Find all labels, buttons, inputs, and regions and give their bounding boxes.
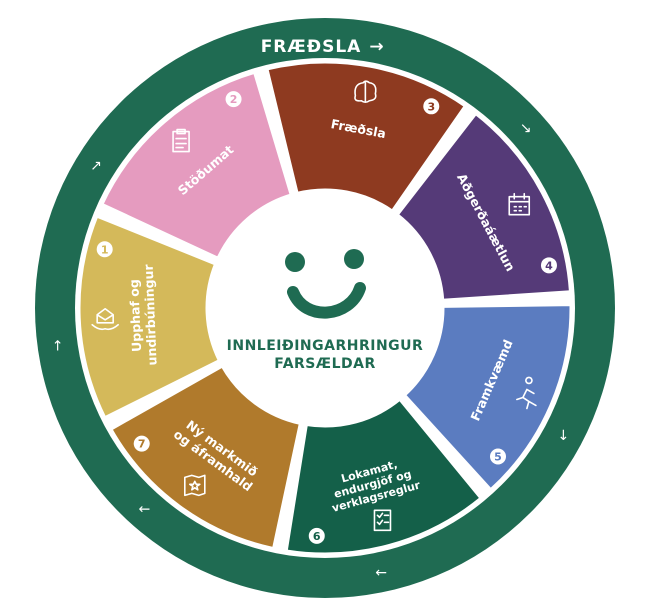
ring-arrow-icon: ← bbox=[375, 565, 387, 581]
segment-3-number-badge: 3 bbox=[423, 98, 440, 115]
segment-2-number-badge: 2 bbox=[225, 91, 242, 108]
ring-arrow-icon: ↑ bbox=[52, 339, 64, 355]
smiley-icon bbox=[285, 249, 366, 319]
ring-arrows: ↘ ↓ ← ← ↑ ↗ bbox=[52, 120, 570, 581]
ring-arrow-icon: ↘ bbox=[520, 120, 532, 136]
ring-arrow-icon: ← bbox=[138, 502, 150, 518]
segment-number: 4 bbox=[545, 259, 553, 272]
segment-4-number-badge: 4 bbox=[540, 257, 557, 274]
hands-box-icon bbox=[91, 307, 119, 331]
ring-arrow-icon: ↓ bbox=[558, 428, 570, 444]
ring-arrow-icon: ↗ bbox=[90, 158, 102, 174]
segment-number: 7 bbox=[138, 438, 146, 451]
brain-icon bbox=[354, 80, 377, 104]
calendar-icon bbox=[508, 192, 531, 216]
segment-1-label: Upphaf ogundirbúningur bbox=[126, 263, 160, 366]
segment-1-number-badge: 1 bbox=[96, 241, 113, 258]
segment-7-number-badge: 7 bbox=[133, 435, 150, 452]
center-title-line2: FARSÆLDAR bbox=[274, 356, 376, 372]
segment-number: 6 bbox=[313, 530, 321, 543]
star-map-icon bbox=[184, 474, 206, 497]
segment-number: 1 bbox=[101, 243, 109, 256]
segment-1: Upphaf ogundirbúningur 1 bbox=[77, 214, 222, 420]
clipboard-icon bbox=[172, 128, 190, 153]
segment-label-line: Upphaf og bbox=[126, 279, 144, 352]
outer-ring-label-arrow: → bbox=[369, 37, 384, 57]
segments: Upphaf ogundirbúningur1Stöðumat2Fræðsla3… bbox=[77, 60, 573, 556]
segment-number: 3 bbox=[427, 100, 435, 113]
running-person-icon bbox=[516, 376, 537, 410]
segment-label-line: undirbúningur bbox=[141, 263, 160, 365]
segment-number: 2 bbox=[230, 93, 238, 106]
segment-5-number-badge: 5 bbox=[490, 448, 507, 465]
segment-number: 5 bbox=[494, 451, 502, 464]
center-title-line1: INNLEIÐINGARHRINGUR bbox=[227, 338, 424, 354]
segment-6-number-badge: 6 bbox=[308, 527, 325, 544]
outer-ring-label: FRÆÐSLA bbox=[261, 37, 362, 57]
checklist-icon bbox=[373, 509, 392, 532]
